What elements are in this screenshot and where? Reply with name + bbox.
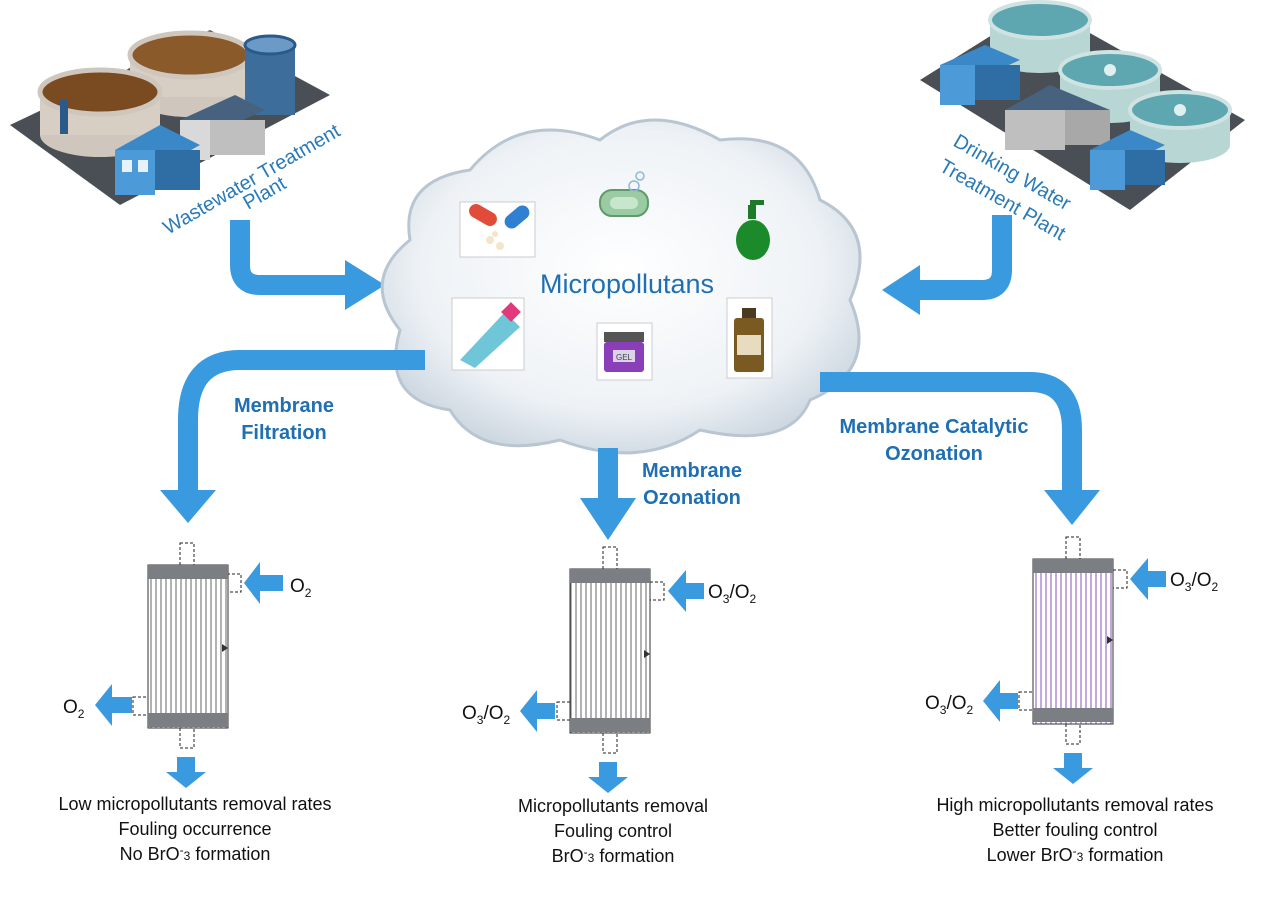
outcome-2-line3: BrO-3 formation [552, 845, 675, 866]
gas-out-arrow-2 [520, 690, 555, 732]
gas-in-arrow-2 [668, 570, 704, 612]
outcome-3: High micropollutants removal rates Bette… [936, 795, 1213, 865]
outflow-arrow-3 [1053, 753, 1093, 784]
toothpaste-icon [451, 297, 525, 371]
ozonation-arrowhead [580, 498, 636, 540]
svg-text:GEL: GEL [616, 353, 633, 362]
gas-out-label-2: O3/O2 [462, 703, 511, 727]
gas-out-arrow-3 [983, 680, 1018, 722]
gas-in-arrow-1 [244, 562, 283, 604]
outcome-1-line1: Low micropollutants removal rates [58, 794, 331, 814]
membrane-module-ozonation [556, 546, 665, 754]
gas-in-label-3: O3/O2 [1170, 570, 1219, 594]
outcome-1: Low micropollutants removal rates Foulin… [58, 794, 331, 864]
ozonation-arrow [598, 448, 618, 498]
membrane-module-filtration [132, 542, 242, 749]
outcome-1-line2: Fouling occurrence [118, 819, 271, 839]
process-3-label-line1: Membrane Catalytic [840, 416, 1029, 438]
outcome-3-line2: Better fouling control [992, 820, 1157, 840]
pills-icon [459, 201, 536, 258]
gas-in-label-1: O2 [290, 576, 312, 600]
drinking-arrowhead [882, 265, 920, 315]
process-2-label-line1: Membrane [642, 460, 742, 482]
outcome-2: Micropollutants removal Fouling control … [518, 796, 708, 866]
pump-bottle-icon [736, 200, 770, 260]
drinking-to-cloud-arrow [920, 215, 1012, 300]
gel-jar-icon: GEL [596, 322, 653, 381]
outcome-2-line2: Fouling control [554, 821, 672, 841]
gas-in-label-2: O3/O2 [708, 582, 757, 606]
process-3-label-line2: Ozonation [885, 443, 983, 465]
wastewater-to-cloud-arrow [230, 220, 345, 295]
membrane-module-catalytic [1018, 536, 1128, 745]
medicine-bottle-icon [726, 297, 773, 379]
outcome-2-line1: Micropollutants removal [518, 796, 708, 816]
process-1-label-line1: Membrane [234, 395, 334, 417]
soap-icon [599, 171, 649, 217]
filtration-arrowhead [160, 490, 216, 523]
gas-out-arrow-1 [95, 684, 132, 726]
catalytic-arrow [820, 372, 1082, 490]
gas-out-label-3: O3/O2 [925, 693, 974, 717]
cloud-title: Micropollutans [540, 269, 714, 299]
filtration-arrow [178, 350, 425, 490]
process-2-label-line2: Ozonation [643, 487, 741, 509]
wastewater-arrowhead [345, 260, 385, 310]
outcome-1-line3: No BrO-3 formation [120, 843, 271, 864]
outcome-3-line1: High micropollutants removal rates [936, 795, 1213, 815]
outflow-arrow-1 [166, 757, 206, 788]
catalytic-arrowhead [1044, 490, 1100, 525]
outcome-3-line3: Lower BrO-3 formation [987, 844, 1164, 865]
process-1-label-line2: Filtration [241, 422, 327, 444]
gas-in-arrow-3 [1130, 558, 1166, 600]
outflow-arrow-2 [588, 762, 628, 793]
drinking-water-plant-illustration [920, 0, 1245, 210]
wastewater-plant-illustration [10, 30, 330, 205]
gas-out-label-1: O2 [63, 697, 85, 721]
